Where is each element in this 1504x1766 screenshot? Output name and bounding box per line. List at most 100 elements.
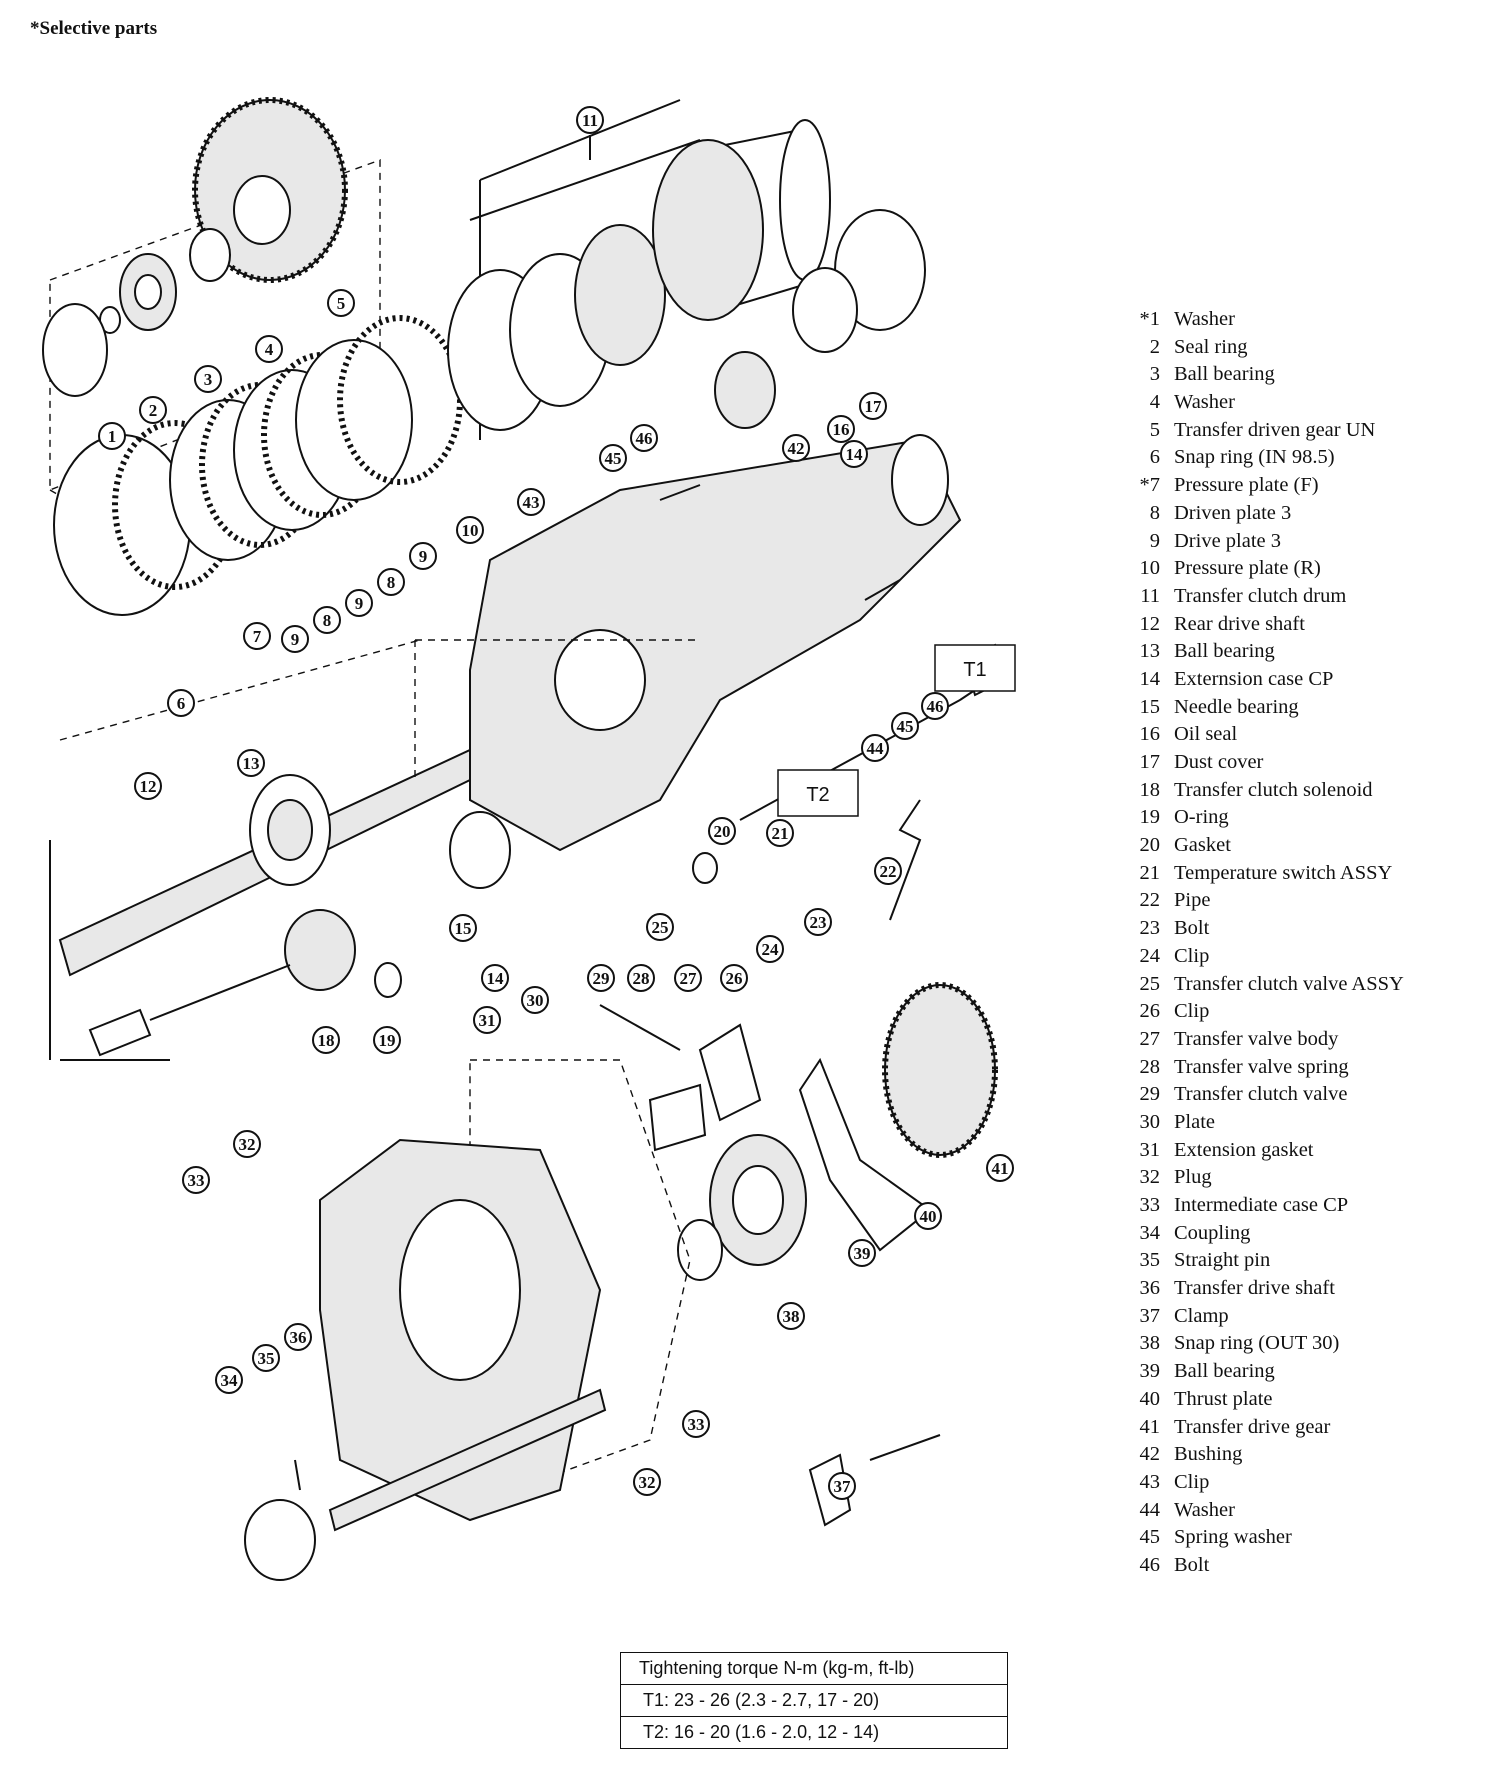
- callout-32a: 32: [233, 1130, 261, 1158]
- legend-part-name: Coupling: [1174, 1221, 1251, 1244]
- legend-part-name: Ball bearing: [1174, 363, 1275, 386]
- svg-text:13: 13: [243, 754, 260, 773]
- legend-part-name: Dust cover: [1174, 751, 1264, 773]
- legend-part-name: Straight pin: [1174, 1249, 1271, 1272]
- legend-number: 30: [1139, 1110, 1161, 1133]
- legend-part-name: Oil seal: [1174, 723, 1238, 746]
- callout-30: 30: [521, 986, 549, 1014]
- callout-20: 20: [708, 817, 736, 845]
- legend-number: 2: [1149, 335, 1160, 358]
- legend-number: 34: [1139, 1221, 1161, 1244]
- legend-number: 23: [1139, 917, 1161, 940]
- legend-number: 38: [1139, 1332, 1161, 1355]
- svg-text:30: 30: [527, 991, 544, 1010]
- torque-row-t2: T2: 16 - 20 (1.6 - 2.0, 12 - 14): [620, 1716, 1008, 1749]
- legend-part-name: Ball bearing: [1174, 1360, 1275, 1383]
- legend-part-name: Rear drive shaft: [1174, 612, 1305, 635]
- callout-1: 1: [98, 422, 126, 450]
- legend-part-name: Externsion case CP: [1174, 667, 1334, 690]
- callout-37: 37: [828, 1472, 856, 1500]
- callout-14a: 14: [840, 440, 868, 468]
- legend-number: 5: [1149, 418, 1160, 441]
- legend-number: 40: [1139, 1387, 1161, 1410]
- callout-46a: 46: [630, 424, 658, 452]
- callout-9b: 9: [345, 589, 373, 617]
- legend-number: 29: [1139, 1083, 1161, 1106]
- legend-part-name: Bolt: [1174, 917, 1210, 940]
- callout-22: 22: [874, 857, 902, 885]
- legend-number: *7: [1139, 474, 1161, 497]
- callout-14b: 14: [481, 964, 509, 992]
- callout-44: 44: [861, 734, 889, 762]
- callout-7: 7: [243, 622, 271, 650]
- legend-number: *1: [1139, 308, 1161, 330]
- legend-part-name: Transfer valve body: [1174, 1027, 1339, 1050]
- callout-29: 29: [587, 964, 615, 992]
- legend-part-name: Washer: [1174, 391, 1235, 414]
- legend-part-name: Ball bearing: [1174, 640, 1275, 663]
- callout-16: 16: [827, 415, 855, 443]
- callout-19: 19: [373, 1026, 401, 1054]
- tightening-torque-table: Tightening torque N-m (kg-m, ft-lb) T1: …: [620, 1652, 1008, 1749]
- legend-part-name: Thrust plate: [1174, 1387, 1273, 1410]
- callout-21: 21: [766, 819, 794, 847]
- callouts: 1 2 3 4 5 6 7 8 8 9 9 9 10 11 12 13 14 1…: [98, 106, 1014, 1500]
- legend-part-name: Temperature switch ASSY: [1174, 861, 1393, 884]
- legend-number: 44: [1139, 1498, 1161, 1521]
- callout-41: 41: [986, 1154, 1014, 1182]
- svg-text:46: 46: [636, 429, 653, 448]
- legend-part-name: Clamp: [1174, 1304, 1229, 1327]
- legend-part-name: Extension gasket: [1174, 1138, 1314, 1161]
- callout-8a: 8: [313, 606, 341, 634]
- callout-42: 42: [782, 434, 810, 462]
- svg-text:33: 33: [188, 1171, 205, 1190]
- callout-2: 2: [139, 396, 167, 424]
- callout-9c: 9: [409, 542, 437, 570]
- callout-11: 11: [576, 106, 604, 134]
- legend-part-name: Transfer clutch valve ASSY: [1174, 972, 1404, 995]
- svg-text:45: 45: [897, 717, 914, 736]
- callout-27: 27: [674, 964, 702, 992]
- legend-number: 19: [1139, 806, 1161, 829]
- callout-5: 5: [327, 289, 355, 317]
- legend-part-name: Clip: [1174, 1470, 1210, 1493]
- svg-text:15: 15: [455, 919, 472, 938]
- callout-46b: 46: [921, 692, 949, 720]
- svg-text:8: 8: [387, 573, 396, 592]
- legend-number: 20: [1139, 834, 1161, 857]
- legend-part-name: Pressure plate (R): [1174, 557, 1321, 580]
- legend-number: 28: [1139, 1055, 1161, 1078]
- legend-part-name: Bolt: [1174, 1553, 1210, 1576]
- legend-item: 34 Coupling: [1128, 1220, 1498, 1248]
- svg-text:45: 45: [605, 449, 622, 468]
- callout-33b: 33: [682, 1410, 710, 1438]
- legend-number: 17: [1139, 751, 1161, 773]
- legend-number: 9: [1149, 529, 1160, 552]
- svg-text:33: 33: [688, 1415, 705, 1434]
- callout-45b: 45: [891, 712, 919, 740]
- svg-text:9: 9: [355, 594, 364, 613]
- legend-part-name: Washer: [1174, 1498, 1235, 1521]
- legend-item: 17 Dust cover: [1128, 749, 1498, 777]
- svg-text:24: 24: [762, 940, 780, 959]
- legend-number: 41: [1139, 1415, 1161, 1438]
- legend-number: 6: [1149, 446, 1160, 469]
- legend-part-name: Gasket: [1174, 834, 1231, 857]
